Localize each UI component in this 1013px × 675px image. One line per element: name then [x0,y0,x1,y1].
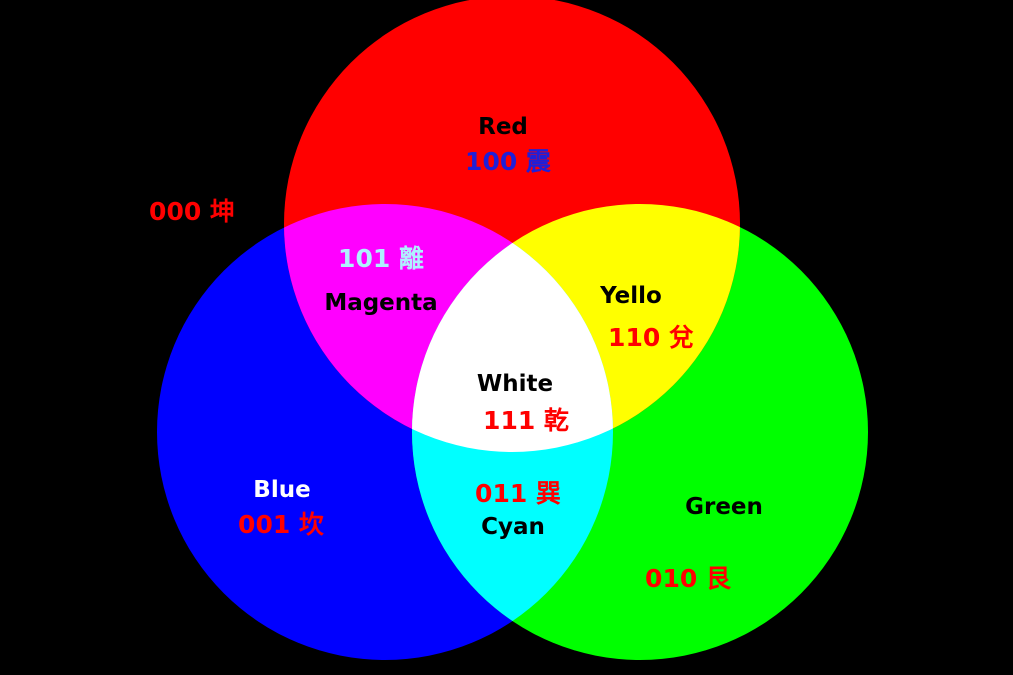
blue-code: 001 坎 [238,510,324,539]
yellow-code: 110 兌 [608,323,694,352]
red-label: Red [478,114,528,140]
white-label: White [477,371,553,397]
magenta-code: 101 離 [338,244,424,273]
yellow-label: Yello [599,283,662,309]
red-code: 100 震 [465,147,552,176]
green-code: 010 艮 [645,564,732,593]
outside-code: 000 坤 [149,197,235,226]
cyan-code: 011 巽 [475,479,561,508]
white-code: 111 乾 [483,406,569,435]
green-label: Green [685,494,763,520]
white-overlap [412,204,613,452]
cyan-label: Cyan [481,514,545,540]
magenta-label: Magenta [324,290,437,316]
blue-label: Blue [253,477,310,503]
